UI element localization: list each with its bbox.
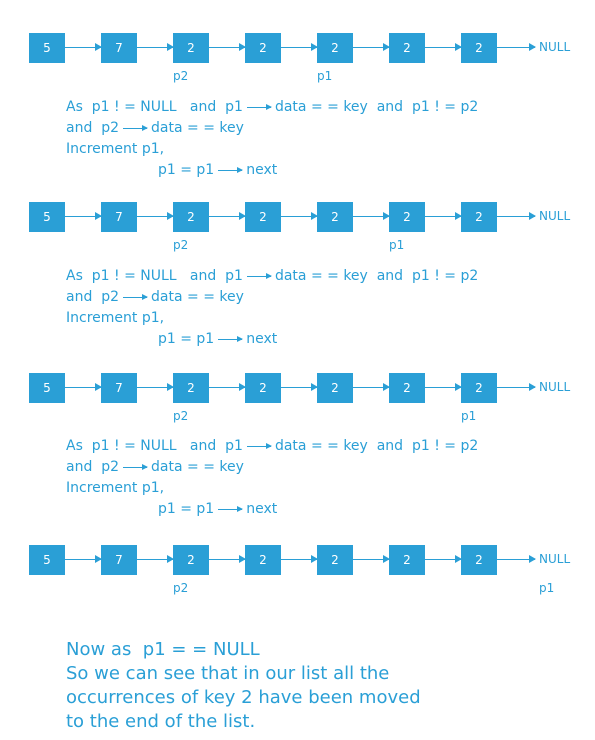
next-arrow: [353, 212, 390, 220]
list-node: 2: [173, 202, 209, 232]
next-arrow: [497, 212, 536, 220]
pointer-p2: p2: [173, 238, 189, 252]
list-node: 2: [389, 545, 425, 575]
arrow-icon: [246, 442, 272, 449]
list-node: 7: [101, 373, 137, 403]
list-node: 2: [461, 373, 497, 403]
null-label: NULL: [539, 380, 571, 394]
next-arrow: [353, 43, 390, 51]
list-node: 2: [461, 33, 497, 63]
pointer-p2: p2: [173, 581, 189, 595]
pointer-p1: p1: [317, 69, 333, 83]
next-arrow: [497, 555, 536, 563]
next-arrow: [425, 555, 462, 563]
next-arrow: [281, 383, 318, 391]
pointer-p2: p2: [173, 409, 189, 423]
null-label: NULL: [539, 552, 571, 566]
next-arrow: [209, 212, 246, 220]
arrow-icon: [123, 463, 149, 470]
arrow-icon: [218, 335, 244, 342]
list-node: 2: [245, 33, 281, 63]
next-arrow: [353, 383, 390, 391]
next-arrow: [137, 212, 174, 220]
list-node: 2: [317, 545, 353, 575]
conclusion-text: Now as p1 = = NULL So we can see that in…: [66, 639, 421, 732]
next-arrow: [281, 555, 318, 563]
arrow-icon: [218, 505, 244, 512]
next-arrow: [281, 212, 318, 220]
list-node: 2: [245, 545, 281, 575]
list-node: 7: [101, 33, 137, 63]
null-label: NULL: [539, 40, 571, 54]
list-node: 5: [29, 545, 65, 575]
next-arrow: [65, 43, 102, 51]
next-arrow: [425, 43, 462, 51]
next-arrow: [65, 555, 102, 563]
arrow-icon: [246, 103, 272, 110]
pointer-p1: p1: [389, 238, 405, 252]
next-arrow: [65, 383, 102, 391]
list-node: 2: [389, 33, 425, 63]
list-node: 5: [29, 33, 65, 63]
list-node: 2: [317, 373, 353, 403]
next-arrow: [65, 212, 102, 220]
list-node: 2: [389, 202, 425, 232]
arrow-icon: [123, 293, 149, 300]
list-row-1: 5 7 2 2 2 2 2 NULL p2 p1: [0, 33, 595, 93]
next-arrow: [137, 555, 174, 563]
next-arrow: [425, 383, 462, 391]
list-node: 2: [461, 545, 497, 575]
list-node: 2: [173, 545, 209, 575]
list-node: 7: [101, 202, 137, 232]
list-node: 5: [29, 202, 65, 232]
list-node: 2: [245, 373, 281, 403]
next-arrow: [353, 555, 390, 563]
next-arrow: [281, 43, 318, 51]
pointer-p1: p1: [461, 409, 477, 423]
list-node: 7: [101, 545, 137, 575]
list-node: 2: [245, 202, 281, 232]
list-node: 2: [317, 33, 353, 63]
next-arrow: [497, 383, 536, 391]
pointer-p1: p1: [539, 581, 555, 595]
next-arrow: [209, 383, 246, 391]
list-row-3: 5 7 2 2 2 2 2 NULL p2 p1: [0, 373, 595, 433]
next-arrow: [137, 43, 174, 51]
list-row-4: 5 7 2 2 2 2 2 NULL p2 p1: [0, 545, 595, 605]
next-arrow: [209, 555, 246, 563]
list-row-2: 5 7 2 2 2 2 2 NULL p2 p1: [0, 202, 595, 262]
next-arrow: [209, 43, 246, 51]
next-arrow: [425, 212, 462, 220]
next-arrow: [497, 43, 536, 51]
null-label: NULL: [539, 209, 571, 223]
list-node: 2: [461, 202, 497, 232]
arrow-icon: [123, 124, 149, 131]
arrow-icon: [218, 166, 244, 173]
list-node: 2: [173, 33, 209, 63]
pointer-p2: p2: [173, 69, 189, 83]
arrow-icon: [246, 272, 272, 279]
list-node: 2: [173, 373, 209, 403]
list-node: 2: [317, 202, 353, 232]
list-node: 5: [29, 373, 65, 403]
next-arrow: [137, 383, 174, 391]
list-node: 2: [389, 373, 425, 403]
